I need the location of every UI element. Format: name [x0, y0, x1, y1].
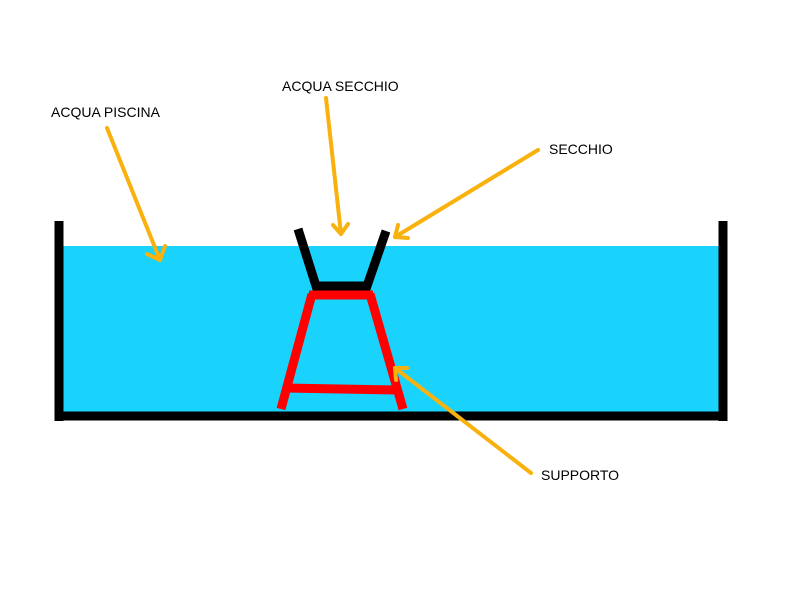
- support-cross-bar: [284, 383, 398, 395]
- label-pool-water: ACQUA PISCINA: [51, 104, 160, 120]
- arrow-support: [393, 366, 533, 475]
- support-right-leg: [365, 292, 408, 411]
- pool-container: [54, 221, 728, 421]
- label-support: SUPPORTO: [541, 467, 620, 483]
- bucket: [293, 227, 391, 291]
- label-bucket-water: ACQUA SECCHIO: [282, 78, 399, 94]
- arrow-pool-water: [105, 126, 167, 262]
- arrow-bucket-water: [324, 96, 350, 236]
- support-stand: [276, 290, 408, 411]
- label-bucket: SECCHIO: [549, 141, 613, 157]
- annotation-arrows: [105, 96, 540, 475]
- pool-water: [62, 246, 720, 412]
- arrow-bucket: [393, 148, 540, 240]
